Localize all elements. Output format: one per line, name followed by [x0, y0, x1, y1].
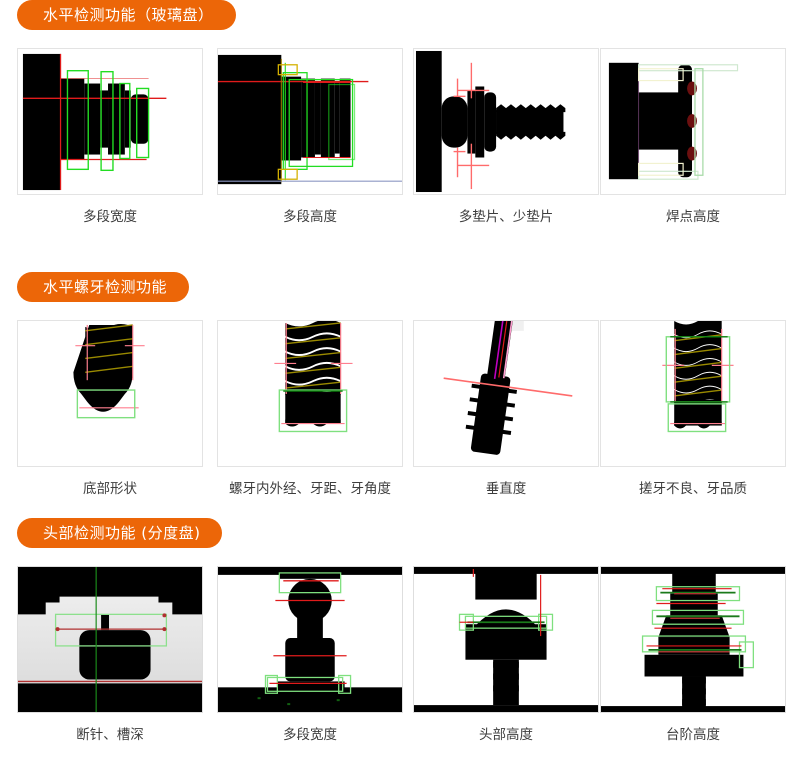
broken-pin-graphic	[18, 567, 202, 712]
image-weld-point-height-measurement[interactable]	[600, 48, 786, 195]
thumbnail-cell-weld-point-height[interactable]: 焊点高度	[600, 48, 786, 226]
thumbnail-row-2: 底部形状	[0, 320, 790, 505]
caption-washer-count: 多垫片、少垫片	[458, 209, 554, 225]
head-height-graphic	[414, 567, 598, 712]
thumbnail-cell-washer-count[interactable]: 多垫片、少垫片	[413, 48, 599, 226]
weld-point-height-graphic	[601, 49, 785, 194]
thread-params-graphic	[218, 321, 402, 466]
image-perpendicularity-inspection[interactable]	[413, 320, 599, 467]
image-washer-count-inspection[interactable]	[413, 48, 599, 195]
thumbnail-cell-perpendicularity[interactable]: 垂直度	[413, 320, 599, 498]
section-head-inspection: 头部检测功能 (分度盘)	[0, 518, 790, 751]
perpendicularity-graphic	[414, 321, 598, 466]
caption-multi-step-width: 多段宽度	[83, 209, 137, 225]
section-badge-head-inspection: 头部检测功能 (分度盘)	[17, 518, 223, 548]
caption-head-height: 头部高度	[479, 727, 533, 743]
caption-multi-step-width-head: 多段宽度	[283, 727, 337, 743]
caption-thread-quality: 搓牙不良、牙品质	[639, 481, 747, 497]
image-thread-rolling-defect-quality[interactable]	[600, 320, 786, 467]
thumbnail-cell-head-height[interactable]: 头部高度	[413, 566, 599, 744]
caption-bottom-shape: 底部形状	[83, 481, 137, 497]
multi-step-height-graphic	[218, 49, 402, 194]
caption-thread-params: 螺牙内外经、牙距、牙角度	[229, 481, 391, 497]
thumbnail-row-1: 多段宽度	[0, 48, 790, 233]
section-horizontal-thread-inspection: 水平螺牙检测功能	[0, 272, 790, 505]
washer-count-graphic	[414, 49, 598, 194]
caption-multi-step-height: 多段高度	[283, 209, 337, 225]
thread-quality-graphic	[601, 321, 785, 466]
step-height-graphic	[601, 567, 785, 712]
section-badge-horizontal-inspection: 水平检测功能（玻璃盘）	[17, 0, 236, 30]
image-thread-diameter-pitch-angle[interactable]	[217, 320, 403, 467]
bottom-shape-graphic	[18, 321, 202, 466]
image-step-height-measurement[interactable]	[600, 566, 786, 713]
caption-weld-point-height: 焊点高度	[666, 209, 720, 225]
image-bottom-shape-inspection[interactable]	[17, 320, 203, 467]
multi-step-width-graphic	[18, 49, 202, 194]
thumbnail-cell-multi-step-width[interactable]: 多段宽度	[17, 48, 203, 226]
thumbnail-cell-step-height[interactable]: 台阶高度	[600, 566, 786, 744]
caption-broken-pin: 断针、槽深	[76, 727, 144, 743]
caption-perpendicularity: 垂直度	[485, 481, 527, 497]
image-broken-pin-groove-depth[interactable]	[17, 566, 203, 713]
thumbnail-cell-thread-quality[interactable]: 搓牙不良、牙品质	[600, 320, 786, 498]
multi-step-width-head-graphic	[218, 567, 402, 712]
image-multi-step-width-head[interactable]	[217, 566, 403, 713]
image-multi-step-height-measurement[interactable]	[217, 48, 403, 195]
thumbnail-cell-thread-params[interactable]: 螺牙内外经、牙距、牙角度	[217, 320, 403, 498]
image-head-height-measurement[interactable]	[413, 566, 599, 713]
image-multi-step-width-measurement[interactable]	[17, 48, 203, 195]
section-horizontal-inspection: 水平检测功能（玻璃盘）	[0, 0, 790, 233]
thumbnail-cell-multi-step-height[interactable]: 多段高度	[217, 48, 403, 226]
caption-step-height: 台阶高度	[666, 727, 720, 743]
thumbnail-cell-multi-step-width-head[interactable]: 多段宽度	[217, 566, 403, 744]
thumbnail-row-3: 断针、槽深	[0, 566, 790, 751]
thumbnail-cell-bottom-shape[interactable]: 底部形状	[17, 320, 203, 498]
section-badge-thread-inspection: 水平螺牙检测功能	[17, 272, 190, 302]
thumbnail-cell-broken-pin[interactable]: 断针、槽深	[17, 566, 203, 744]
